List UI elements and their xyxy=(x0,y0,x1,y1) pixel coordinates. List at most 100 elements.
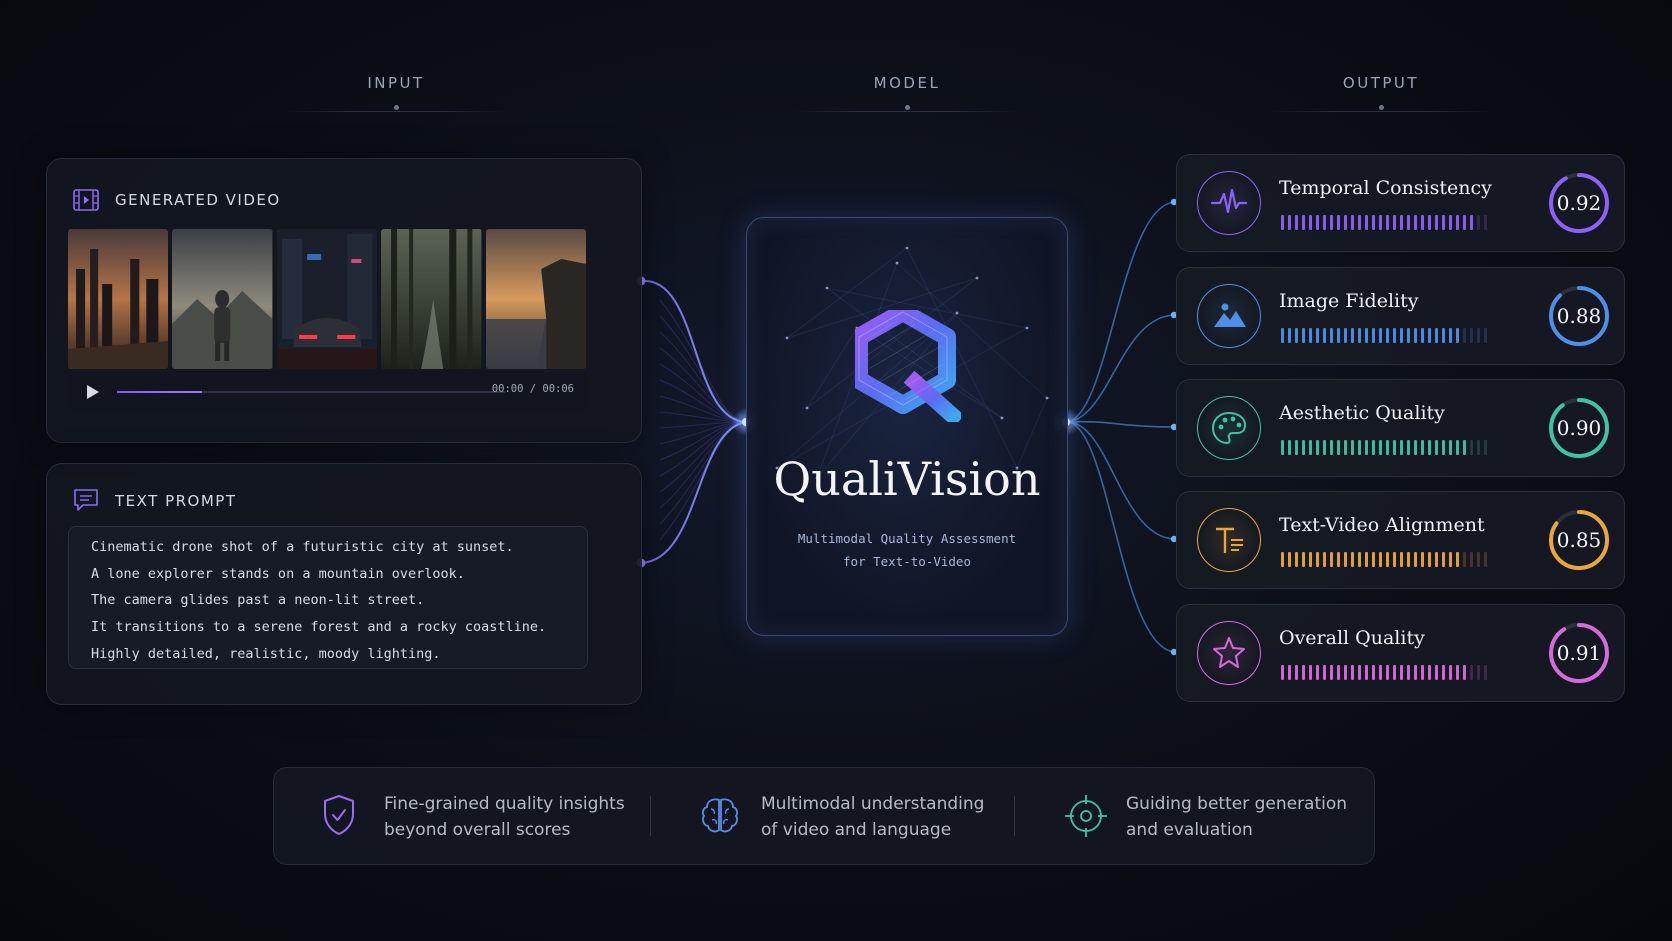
score-bar-tick xyxy=(1295,552,1298,567)
score-bar-tick xyxy=(1288,215,1291,230)
score-bar-tick xyxy=(1295,328,1298,343)
score-bar-tick xyxy=(1414,328,1417,343)
score-bar-tick xyxy=(1372,215,1375,230)
mountain-image-icon xyxy=(1197,284,1261,348)
score-bar-tick xyxy=(1421,328,1424,343)
score-bar-tick xyxy=(1351,665,1354,680)
prompt-line: A lone explorer stands on a mountain ove… xyxy=(91,566,465,582)
score-bar-tick xyxy=(1372,440,1375,455)
video-time: 00:00 / 00:06 xyxy=(491,383,574,395)
score-bar-tick xyxy=(1379,215,1382,230)
connector-output xyxy=(1065,421,1177,653)
feature-text: Fine-grained quality insights xyxy=(384,794,625,814)
node-dot xyxy=(1170,311,1178,319)
score-bar-tick xyxy=(1379,328,1382,343)
prompt-text-box[interactable]: Cinematic drone shot of a futuristic cit… xyxy=(68,526,588,669)
score-bar-tick xyxy=(1330,215,1333,230)
text-icon xyxy=(1197,508,1261,572)
score-bar-tick xyxy=(1372,665,1375,680)
score-bar-tick xyxy=(1323,440,1326,455)
score-bar-tick xyxy=(1456,552,1459,567)
score-bar-tick xyxy=(1435,552,1438,567)
score-bar-tick xyxy=(1421,440,1424,455)
score-bar-tick xyxy=(1302,215,1305,230)
frame-explorer-mountain[interactable] xyxy=(172,229,273,369)
play-icon[interactable] xyxy=(86,384,100,400)
score-bar-tick xyxy=(1358,440,1361,455)
score-bar-tick xyxy=(1288,440,1291,455)
header-dot xyxy=(1378,105,1384,110)
score-bar-tick xyxy=(1414,215,1417,230)
score-bar-tick xyxy=(1470,552,1473,567)
score-bar-tick xyxy=(1281,552,1284,567)
score-bar-tick xyxy=(1365,665,1368,680)
score-ring xyxy=(1549,398,1609,458)
score-bar-tick xyxy=(1456,215,1459,230)
connector-video xyxy=(640,279,747,423)
qualivision-logo-icon xyxy=(855,310,961,422)
score-bar-tick xyxy=(1351,215,1354,230)
node-dot xyxy=(1170,198,1178,206)
frame-neon-street[interactable] xyxy=(276,229,378,369)
score-bar-tick xyxy=(1407,215,1410,230)
prompt-line: It transitions to a serene forest and a … xyxy=(91,619,547,635)
frame-forest[interactable] xyxy=(381,229,482,369)
score-bar-tick xyxy=(1449,215,1452,230)
score-bar-tick xyxy=(1365,552,1368,567)
video-progress-track[interactable] xyxy=(117,391,505,393)
score-bar-tick xyxy=(1358,665,1361,680)
score-bar-tick xyxy=(1337,328,1340,343)
target-icon xyxy=(1065,795,1107,837)
score-bar-tick xyxy=(1365,328,1368,343)
score-bar-tick xyxy=(1428,328,1431,343)
divider xyxy=(650,796,651,836)
brain-icon xyxy=(702,798,738,833)
score-bar-tick xyxy=(1484,665,1487,680)
score-bar-tick xyxy=(1386,665,1389,680)
prompt-panel-title: TEXT PROMPT xyxy=(115,492,237,510)
score-bar-tick xyxy=(1477,215,1480,230)
output-card-text-video-alignment[interactable]: Text-Video Alignment 0.85 xyxy=(1176,491,1625,589)
feature-item: Guiding better generation and evaluation xyxy=(1064,768,1364,864)
score-bar-tick xyxy=(1484,328,1487,343)
score-bar-tick xyxy=(1365,440,1368,455)
score-bar-tick xyxy=(1281,665,1284,680)
connector-output xyxy=(1065,420,1177,428)
score-bar-tick xyxy=(1393,552,1396,567)
score-bar-tick xyxy=(1344,328,1347,343)
output-label: OUTPUT xyxy=(1342,74,1420,92)
score-bar-tick xyxy=(1309,440,1312,455)
score-bar-tick xyxy=(1281,328,1284,343)
score-bar-tick xyxy=(1456,440,1459,455)
frame-city-sunset[interactable] xyxy=(68,229,169,369)
waveform-icon xyxy=(1197,171,1261,235)
score-bar-tick xyxy=(1386,215,1389,230)
score-bar-tick xyxy=(1302,665,1305,680)
score-bar-tick xyxy=(1421,552,1424,567)
score-bar-tick xyxy=(1337,552,1340,567)
connector-output xyxy=(1065,201,1177,423)
score-bar-tick xyxy=(1407,440,1410,455)
score-bar-tick xyxy=(1323,328,1326,343)
video-progress-fill xyxy=(117,391,203,393)
score-bar-tick xyxy=(1302,440,1305,455)
score-bar-tick xyxy=(1379,665,1382,680)
score-bar-tick xyxy=(1463,440,1466,455)
metric-label: Text-Video Alignment xyxy=(1279,514,1485,536)
score-bar-tick xyxy=(1463,665,1466,680)
chat-icon xyxy=(74,489,98,511)
score-bar-tick xyxy=(1400,328,1403,343)
score-bar-tick xyxy=(1393,440,1396,455)
score-bar-tick xyxy=(1393,215,1396,230)
score-bar-tick xyxy=(1330,440,1333,455)
score-bar-tick xyxy=(1484,215,1487,230)
frame-coastline[interactable] xyxy=(485,229,587,369)
metric-score: 0.85 xyxy=(1556,528,1602,552)
score-bar-tick xyxy=(1463,215,1466,230)
score-bar-tick xyxy=(1337,665,1340,680)
score-bar-tick xyxy=(1442,440,1445,455)
